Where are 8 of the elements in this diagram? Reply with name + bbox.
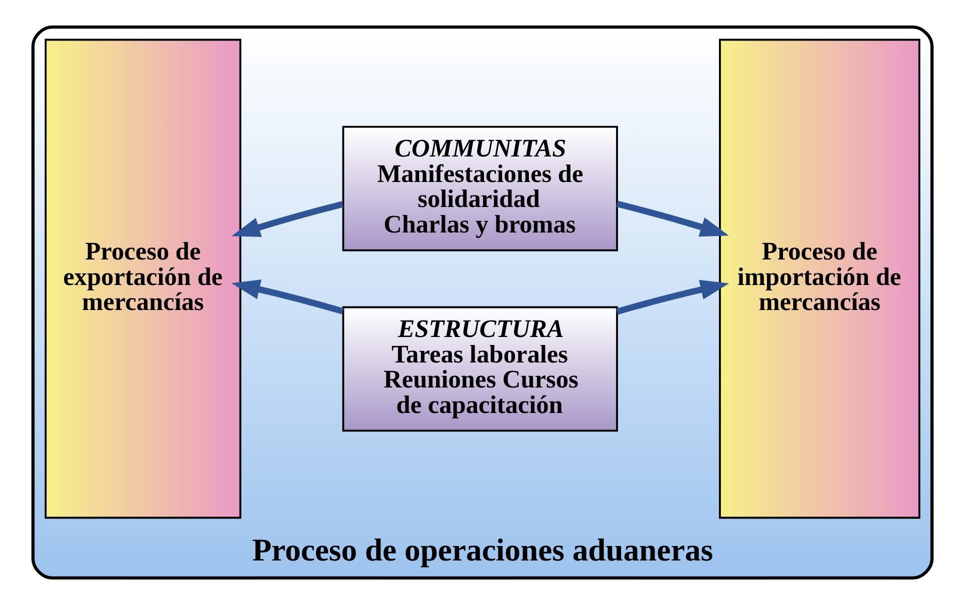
node-box: ESTRUCTURA Tareas laborales Reuniones Cursos de capacitación: [342, 306, 618, 432]
arrow: [231, 201, 343, 238]
node-box: Proceso de importación de mercancías: [718, 38, 920, 519]
arrow: [616, 200, 728, 237]
node-box: Proceso de exportación de mercancías: [44, 38, 241, 519]
arrow: [616, 280, 729, 315]
node-box: COMMUNITAS Manifestaciones de solidaridad Charlas y bromas: [342, 126, 618, 252]
arrow: [230, 280, 344, 314]
